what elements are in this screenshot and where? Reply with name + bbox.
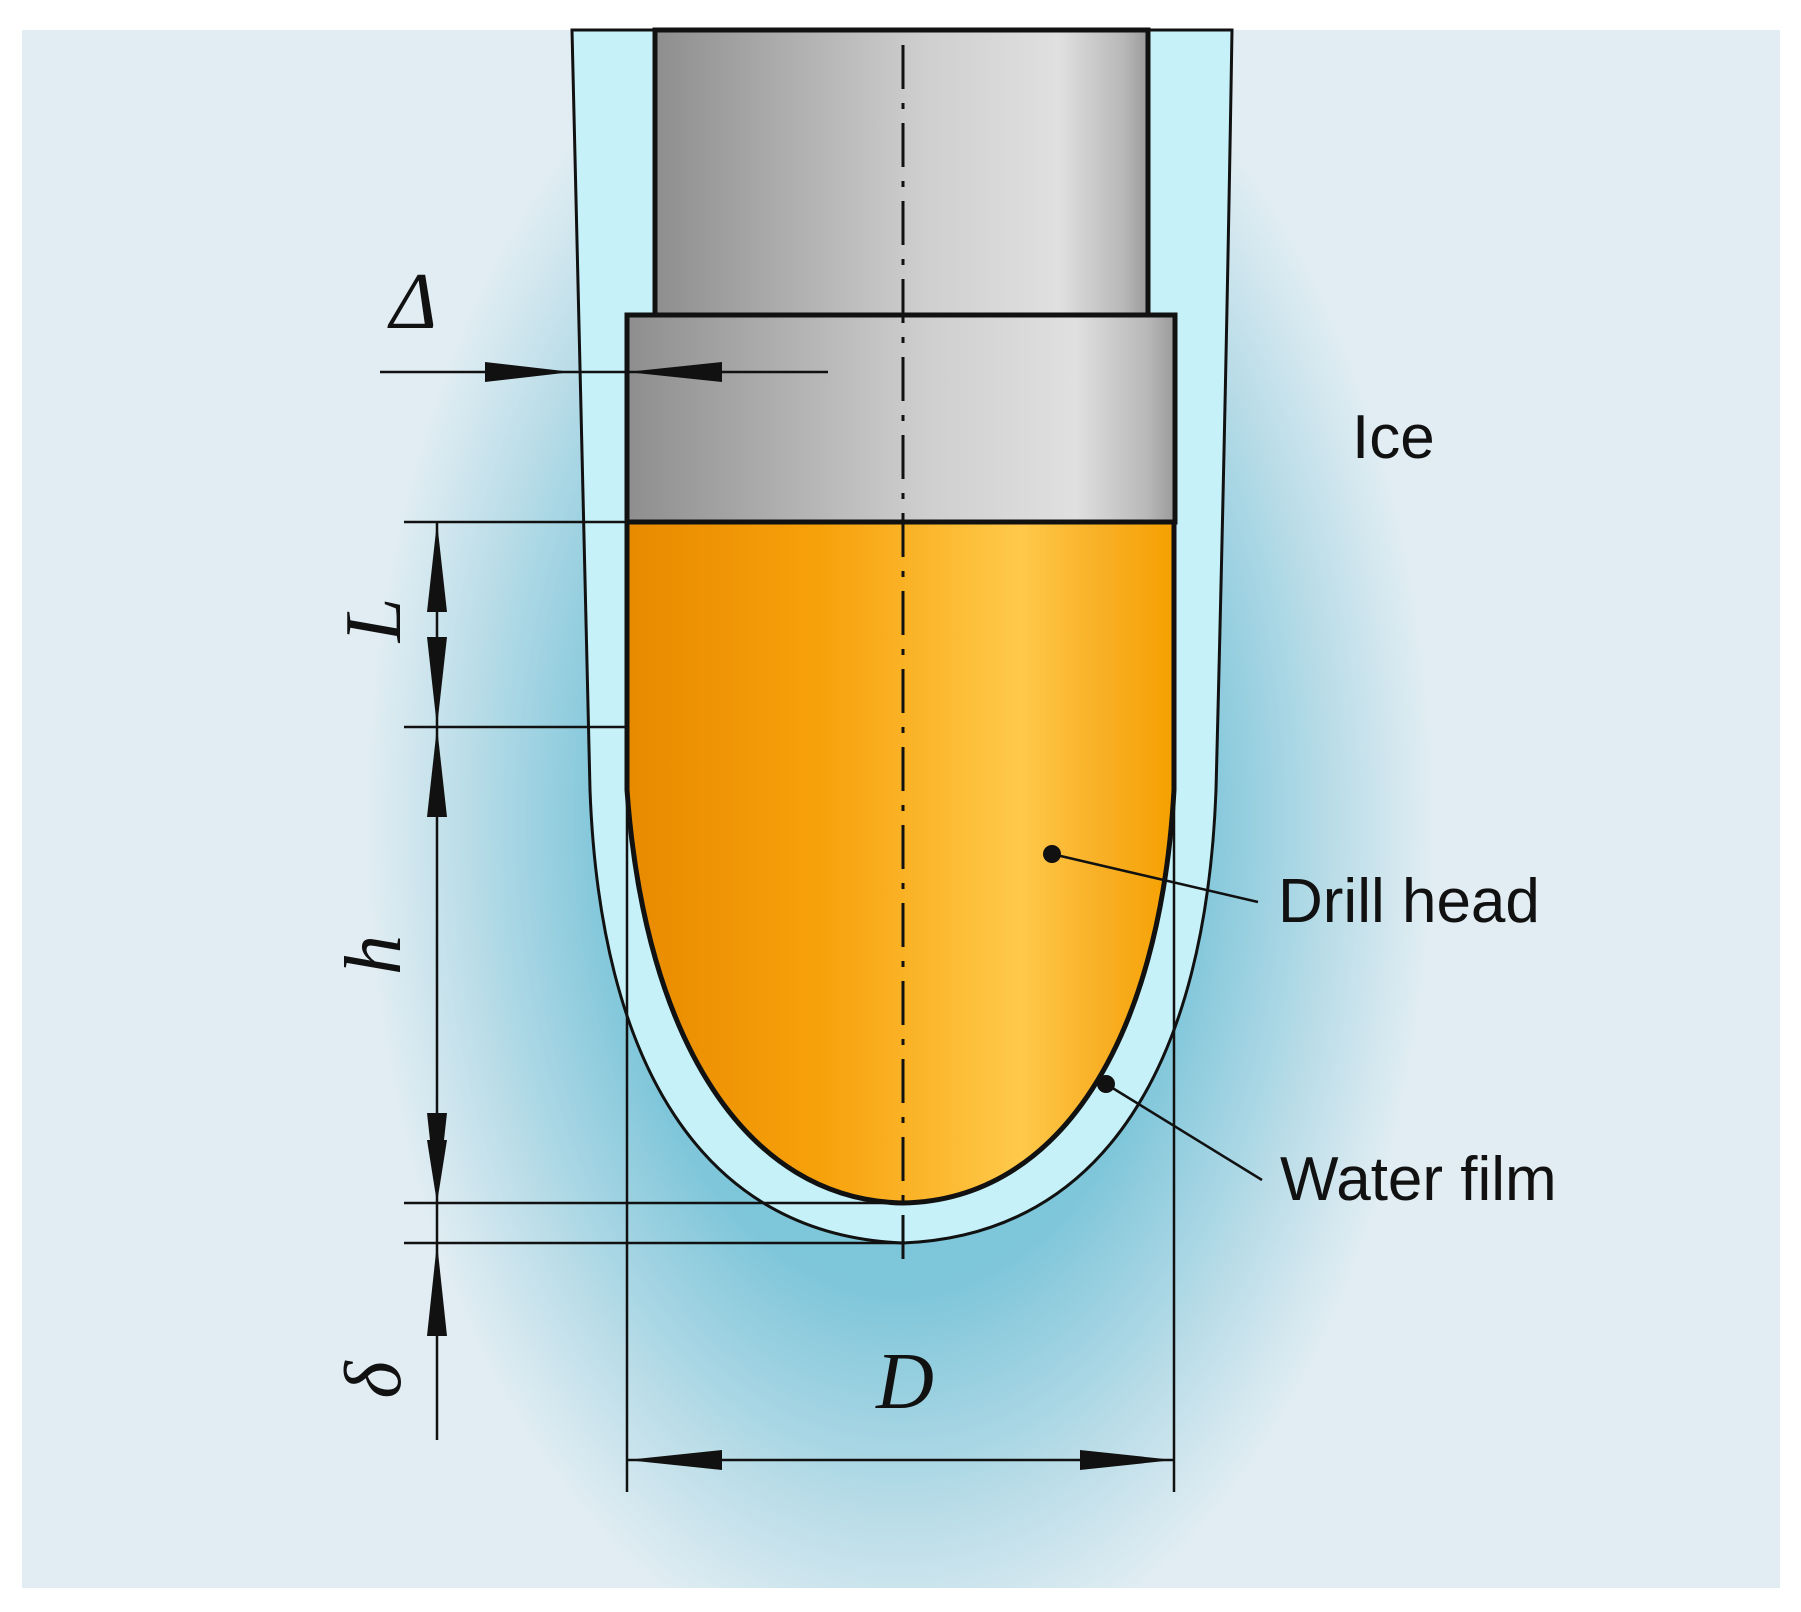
gap-arrow-left [627, 362, 722, 382]
drill-head-body [624, 519, 1177, 1206]
water-film-label: Water film [1280, 1145, 1557, 1214]
drill-collar [624, 312, 1178, 525]
L-arrow-bottom [427, 637, 447, 727]
drill-head-label: Drill head [1278, 867, 1540, 936]
ice-label: Ice [1352, 403, 1435, 472]
film-thickness-label: δ [330, 1360, 418, 1399]
diameter-arrow-right [1080, 1450, 1174, 1470]
h-arrow-top [427, 727, 447, 817]
film-arrow-top [427, 1140, 447, 1203]
diameter-arrow-left [627, 1450, 722, 1470]
water-film-leader [1105, 1082, 1263, 1182]
film-arrow-bottom [427, 1243, 447, 1336]
L-arrow-top [427, 522, 447, 612]
drill-head-leader [1051, 852, 1259, 904]
gap-label: Δ [387, 258, 437, 346]
diameter-label: D [875, 1338, 934, 1426]
height-label: h [330, 935, 418, 975]
gap-arrow-right [485, 362, 572, 382]
length-label: L [330, 598, 418, 644]
